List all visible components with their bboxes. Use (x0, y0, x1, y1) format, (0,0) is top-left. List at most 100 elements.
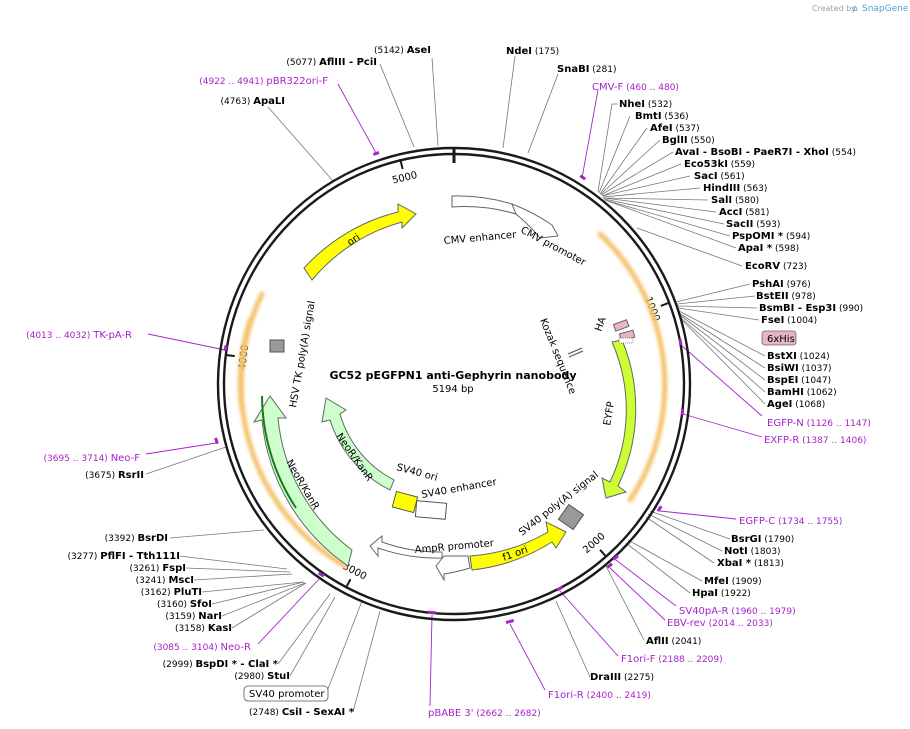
restriction-site-fspi[interactable]: (3261) FspI (130, 563, 186, 574)
ori-arrow[interactable] (303, 203, 417, 281)
restriction-site-agei[interactable]: AgeI (1068) (767, 399, 825, 410)
his-badge[interactable]: 6xHis (761, 330, 797, 346)
restriction-site-noti[interactable]: NotI (1803) (724, 546, 781, 557)
restriction-site-bsiwi[interactable]: BsiWI (1037) (767, 363, 832, 374)
restriction-site-xbai[interactable]: XbaI * (1813) (717, 558, 784, 569)
restriction-site-csii[interactable]: (2748) CsiI - SexAI * (249, 707, 355, 718)
restriction-site-eco53ki[interactable]: Eco53kI (559) (684, 159, 755, 170)
tick-mark (660, 302, 669, 307)
restriction-site-pspomi[interactable]: PspOMI * (594) (732, 231, 810, 242)
sv40-promoter-tag[interactable]: SV40 promoter (243, 685, 329, 702)
restriction-site-rsrii[interactable]: (3675) RsrII (85, 470, 144, 481)
restriction-site-bglii[interactable]: BglII (550) (662, 135, 715, 146)
restriction-site-pflfi[interactable]: (3277) PflFI - Tth111I (67, 551, 180, 562)
restriction-site-afliii[interactable]: (5077) AflIII - PciI (286, 57, 377, 68)
restriction-site-aflii[interactable]: AflII (2041) (646, 636, 701, 647)
restriction-site-kasi[interactable]: (3158) KasI (175, 623, 232, 634)
tick-mark (226, 354, 235, 358)
restriction-site-apali[interactable]: (4763) ApaLI (220, 96, 285, 107)
tick-mark (599, 549, 607, 557)
restriction-site-bsmbi[interactable]: BsmBI - Esp3I (990) (759, 303, 863, 314)
leader-lines (145, 55, 766, 713)
snapgene-logo-icon: ⌂ (852, 4, 858, 14)
label-eyfp: EYFP (602, 401, 617, 427)
primer-exfp-r[interactable]: EXFP-R (1387 .. 1406) (764, 435, 866, 446)
restriction-site-saci[interactable]: SacI (561) (694, 171, 745, 182)
restriction-site-apai[interactable]: ApaI * (598) (738, 243, 799, 254)
restriction-site-stui[interactable]: (2980) StuI (234, 671, 290, 682)
restriction-site-acci[interactable]: AccI (581) (719, 207, 769, 218)
restriction-site-asei[interactable]: (5142) AseI (374, 45, 431, 56)
label-his: 6xHis (767, 334, 795, 345)
his-tag-mark (618, 337, 634, 344)
restriction-site-mfei[interactable]: MfeI (1909) (704, 576, 762, 587)
sv40-polya-box[interactable] (557, 503, 585, 531)
restriction-site-draiii[interactable]: DraIII (2275) (590, 672, 654, 683)
primer-marks (214, 151, 685, 625)
tick-label: 5000 (391, 170, 418, 187)
restriction-site-bsrgi[interactable]: BsrGI (1790) (731, 534, 794, 545)
restriction-site-nari[interactable]: (3159) NarI (165, 611, 222, 622)
primer-pbr322ori-f[interactable]: (4922 .. 4941) pBR322ori-F (199, 76, 328, 87)
restriction-site-pshai[interactable]: PshAI (976) (752, 279, 811, 290)
restriction-site-bspei[interactable]: BspEI (1047) (767, 375, 831, 386)
restriction-site-sali[interactable]: SalI (580) (711, 195, 759, 206)
primer-egfp-c[interactable]: EGFP-C (1734 .. 1755) (739, 516, 842, 527)
primer-labels: CMV-F (460 .. 480) EGFP-N (1126 .. 1147) E… (26, 76, 871, 719)
ampr-promoter-arrow[interactable] (369, 534, 443, 559)
restriction-site-bspdi[interactable]: (2999) BspDI * - ClaI * (163, 659, 279, 670)
restriction-site-sacii[interactable]: SacII (593) (726, 219, 780, 230)
restriction-site-ecorv[interactable]: EcoRV (723) (745, 261, 807, 272)
feature-glow (237, 231, 668, 569)
f1-ori-arrow[interactable] (469, 521, 567, 571)
restriction-site-bamhi[interactable]: BamHI (1062) (767, 387, 837, 398)
primer-cmv-f[interactable]: CMV-F (460 .. 480) (592, 82, 679, 93)
restriction-site-sfoi[interactable]: (3160) SfoI (157, 599, 212, 610)
restriction-site-bsrdi[interactable]: (3392) BsrDI (105, 533, 168, 544)
sv40-enhancer-box[interactable] (414, 500, 448, 520)
restriction-site-fsei[interactable]: FseI (1004) (761, 315, 817, 326)
primer-tk-pa-r[interactable]: (4013 .. 4032) TK-pA-R (26, 330, 132, 341)
neor-inner-arrow[interactable] (321, 397, 395, 491)
restriction-site-snabi[interactable]: SnaBI (281) (557, 64, 617, 75)
feature-labels: CMV enhancer CMV promoter Kozak sequence… (283, 225, 797, 564)
restriction-site-pluti[interactable]: (3162) PluTI (141, 587, 202, 598)
plasmid-name: GC52 pEGFPN1 anti-Gephyrin nanobody (329, 369, 576, 382)
tick-mark (399, 161, 404, 170)
primer-f1ori-r[interactable]: F1ori-R (2400 .. 2419) (548, 690, 651, 701)
primer-ebv-rev[interactable]: EBV-rev (2014 .. 2033) (667, 618, 773, 629)
primer-egfp-n[interactable]: EGFP-N (1126 .. 1147) (767, 418, 871, 429)
cmv-promoter-arrow[interactable] (511, 203, 559, 239)
restriction-site-ndei[interactable]: NdeI (175) (506, 46, 559, 57)
ampr-promoter-small[interactable] (435, 555, 471, 582)
primer-sv40pa-r[interactable]: SV40pA-R (1960 .. 1979) (679, 606, 796, 617)
primer-neo-r[interactable]: (3085 .. 3104) Neo-R (153, 642, 251, 653)
label-cmv-enhancer: CMV enhancer (443, 230, 517, 247)
watermark-brand: SnapGene (862, 4, 909, 14)
sv40-ori-box[interactable] (391, 490, 419, 514)
restriction-site-bmti[interactable]: BmtI (536) (635, 111, 689, 122)
eyfp-arrow[interactable] (601, 339, 637, 499)
restriction-site-hindiii[interactable]: HindIII (563) (703, 183, 767, 194)
hsv-tk-box[interactable] (269, 339, 285, 353)
restriction-site-hpai[interactable]: HpaI (1922) (692, 588, 751, 599)
restriction-site-afei[interactable]: AfeI (537) (650, 123, 700, 134)
snapgene-watermark: Created by ⌂ SnapGene (812, 4, 909, 14)
primer-pbabe-3-[interactable]: pBABE 3' (2662 .. 2682) (428, 708, 541, 719)
restriction-site-avai[interactable]: AvaI - BsoBI - PaeR7I - XhoI (554) (675, 147, 856, 158)
tick-mark (345, 578, 352, 587)
kozak-mark-2 (568, 350, 584, 358)
label-ha: HA (593, 316, 608, 333)
primer-f1ori-f[interactable]: F1ori-F (2188 .. 2209) (621, 654, 723, 665)
primer-neo-f[interactable]: (3695 .. 3714) Neo-F (44, 453, 141, 464)
restriction-site-nhei[interactable]: NheI (532) (619, 99, 672, 110)
label-ampr-promoter: AmpR promoter (414, 538, 495, 556)
restriction-site-bstxi[interactable]: BstXI (1024) (767, 351, 830, 362)
label-f1-ori: f1 ori (501, 545, 529, 564)
restriction-site-bsteii[interactable]: BstEII (978) (756, 291, 816, 302)
neor-outer-arrow[interactable] (252, 395, 353, 567)
cmv-enhancer-arrow[interactable] (451, 195, 517, 215)
restriction-site-msci[interactable]: (3241) MscI (136, 575, 194, 586)
ha-tag[interactable] (612, 319, 630, 332)
